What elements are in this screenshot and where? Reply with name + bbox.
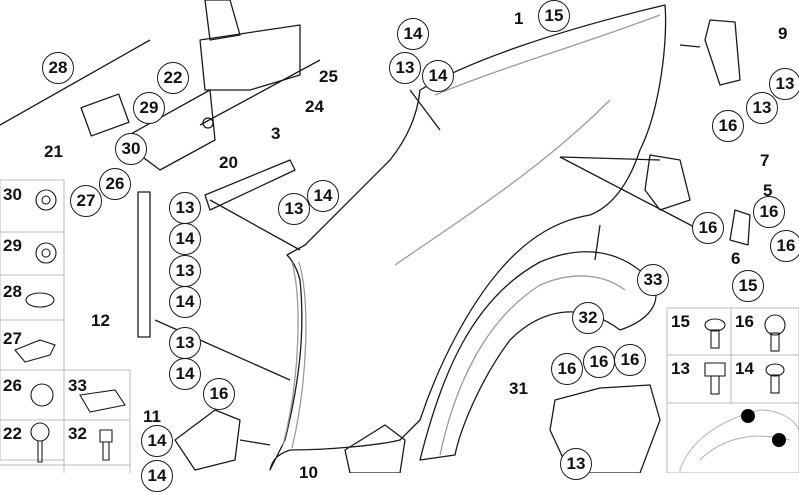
callout-13[interactable]: 13: [769, 68, 799, 100]
wheel-arch-liner: [419, 251, 657, 461]
callout-32[interactable]: 32: [572, 302, 604, 334]
grid-label-15[interactable]: 15: [671, 312, 690, 331]
parts-diagram-drawing: [0, 0, 799, 473]
callout-14[interactable]: 14: [141, 460, 173, 492]
callout-15[interactable]: 15: [538, 0, 570, 32]
part-label-31[interactable]: 31: [509, 379, 528, 398]
callout-22[interactable]: 22: [157, 62, 189, 94]
callout-14[interactable]: 14: [169, 223, 201, 255]
grid-label-29[interactable]: 29: [3, 236, 22, 255]
callout-16[interactable]: 16: [203, 378, 235, 410]
side-panel-outline: [269, 4, 667, 471]
grid-label-16[interactable]: 16: [735, 312, 754, 331]
grid-label-33[interactable]: 33: [68, 376, 87, 395]
callout-33[interactable]: 33: [637, 264, 669, 296]
grid-label-27[interactable]: 27: [3, 329, 22, 348]
part-label-7[interactable]: 7: [760, 151, 770, 170]
callout-13[interactable]: 13: [169, 192, 201, 224]
part-label-9[interactable]: 9: [778, 24, 788, 43]
callout-30[interactable]: 30: [115, 133, 147, 165]
callout-14[interactable]: 14: [422, 60, 454, 92]
grid-label-14[interactable]: 14: [735, 359, 754, 378]
grid-label-13[interactable]: 13: [671, 359, 690, 378]
callout-16[interactable]: 16: [712, 110, 744, 142]
callout-27[interactable]: 27: [70, 185, 102, 217]
callout-15[interactable]: 15: [732, 270, 764, 302]
callout-16[interactable]: 16: [583, 346, 615, 378]
callout-26[interactable]: 26: [99, 168, 131, 200]
callout-16[interactable]: 16: [551, 353, 583, 385]
callout-14[interactable]: 14: [307, 180, 339, 212]
callout-13[interactable]: 13: [389, 52, 421, 84]
part-label-24[interactable]: 24: [305, 97, 324, 116]
part-label-12[interactable]: 12: [91, 311, 110, 330]
part-label-21[interactable]: 21: [44, 142, 63, 161]
part-label-20[interactable]: 20: [219, 153, 238, 172]
callout-13[interactable]: 13: [169, 255, 201, 287]
callout-13[interactable]: 13: [560, 448, 592, 480]
part-label-1[interactable]: 1: [514, 9, 524, 28]
callout-16[interactable]: 16: [770, 230, 799, 262]
callout-16[interactable]: 16: [692, 212, 724, 244]
callout-14[interactable]: 14: [169, 286, 201, 318]
callout-13[interactable]: 13: [278, 193, 310, 225]
grid-label-32[interactable]: 32: [68, 424, 87, 443]
callout-16[interactable]: 16: [753, 196, 785, 228]
grid-label-28[interactable]: 28: [3, 282, 22, 301]
callout-14[interactable]: 14: [397, 18, 429, 50]
grid-label-22[interactable]: 22: [3, 424, 22, 443]
part-label-3[interactable]: 3: [271, 124, 281, 143]
grid-label-30[interactable]: 30: [3, 185, 22, 204]
callout-13[interactable]: 13: [746, 92, 778, 124]
part-label-6[interactable]: 6: [731, 249, 741, 268]
callout-13[interactable]: 13: [169, 327, 201, 359]
callout-29[interactable]: 29: [133, 92, 165, 124]
callout-14[interactable]: 14: [169, 358, 201, 390]
callout-16[interactable]: 16: [614, 344, 646, 376]
part-label-25[interactable]: 25: [319, 67, 338, 86]
part-label-11[interactable]: 11: [143, 407, 161, 426]
callout-28[interactable]: 28: [42, 52, 74, 84]
part-label-5[interactable]: 5: [763, 181, 773, 200]
callout-14[interactable]: 14: [141, 425, 173, 457]
grid-label-26[interactable]: 26: [3, 376, 22, 395]
